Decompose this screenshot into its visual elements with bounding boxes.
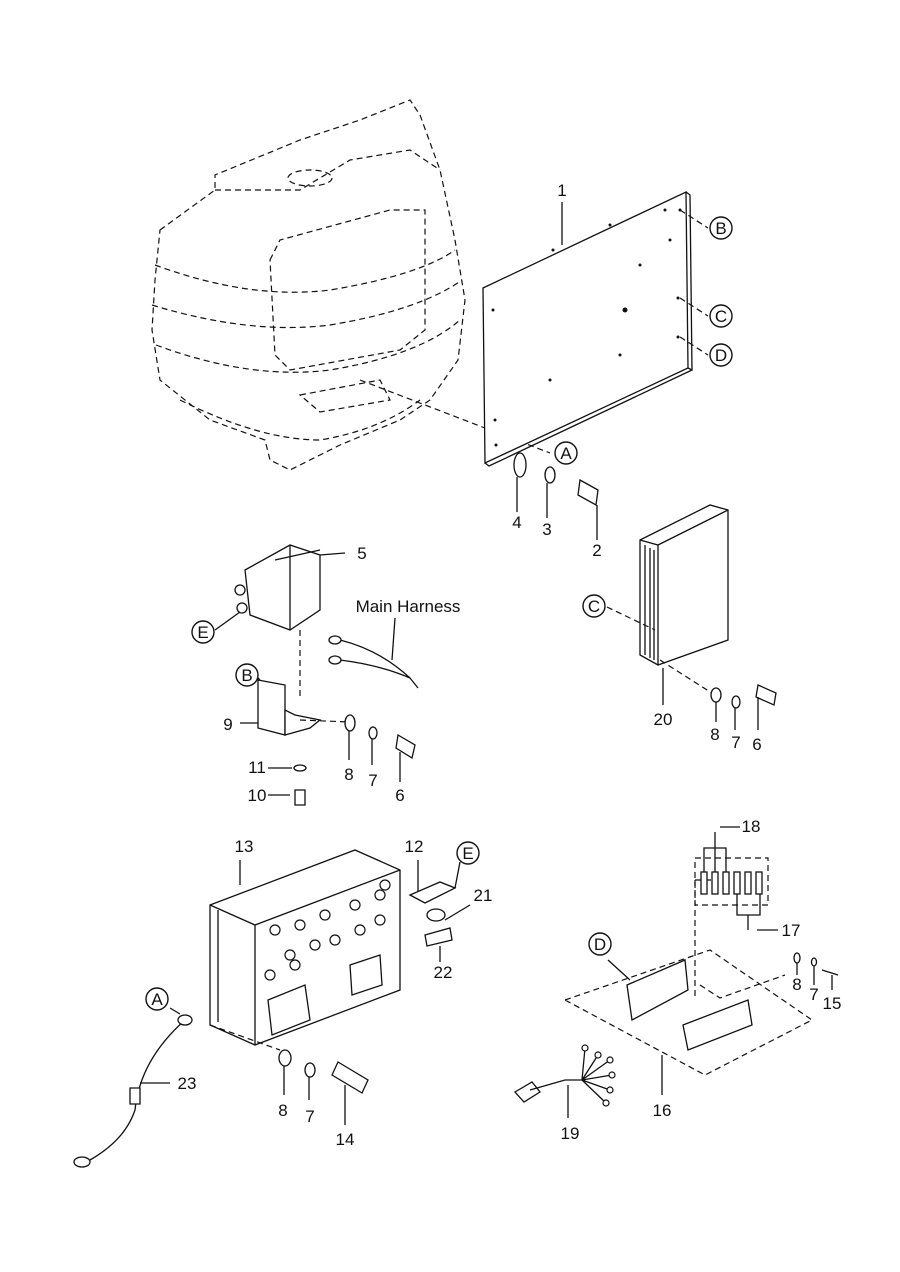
ref-d: D xyxy=(715,346,727,365)
callout-12: 12 xyxy=(405,837,424,856)
ref-e: E xyxy=(197,623,208,642)
motor-controller xyxy=(209,849,471,1051)
contactor xyxy=(214,544,346,700)
callout-22: 22 xyxy=(434,963,453,982)
callout-7d: 7 xyxy=(809,985,818,1004)
ref-c2: C xyxy=(588,597,600,616)
callout-7: 7 xyxy=(731,733,740,752)
callout-7c: 7 xyxy=(305,1107,314,1126)
main-harness xyxy=(328,617,419,689)
callout-6b: 6 xyxy=(395,786,404,805)
main-harness-label: Main Harness xyxy=(356,597,461,616)
ref-a: A xyxy=(560,444,572,463)
callout-8d: 8 xyxy=(792,975,801,994)
callout-6: 6 xyxy=(752,735,761,754)
ref-c: C xyxy=(715,307,727,326)
callout-16: 16 xyxy=(653,1101,672,1120)
callout-11: 11 xyxy=(248,758,266,777)
callout-4: 4 xyxy=(512,513,521,532)
fuse-block xyxy=(563,826,839,1095)
callout-1: 1 xyxy=(557,181,566,200)
control-module xyxy=(606,504,777,730)
callout-19: 19 xyxy=(561,1124,580,1143)
callout-3: 3 xyxy=(542,520,551,539)
callout-21: 21 xyxy=(474,886,493,905)
callout-14: 14 xyxy=(336,1130,355,1149)
callout-10: 10 xyxy=(248,786,267,805)
ref-e2: E xyxy=(462,844,473,863)
reference-markers: B C D A E C B E D A xyxy=(145,216,733,1011)
plate-fasteners xyxy=(513,452,599,540)
controller-fasteners xyxy=(278,1049,369,1125)
callout-20: 20 xyxy=(654,710,673,729)
bracket xyxy=(240,674,351,736)
callout-15: 15 xyxy=(823,994,842,1013)
callout-17: 17 xyxy=(782,921,801,940)
mounting-plate xyxy=(482,190,709,467)
callout-8c: 8 xyxy=(278,1101,287,1120)
counterweight-outline xyxy=(151,99,551,471)
ref-a2: A xyxy=(151,990,163,1009)
callout-8: 8 xyxy=(710,725,719,744)
callout-2: 2 xyxy=(592,541,601,560)
fuse-harness xyxy=(513,1044,616,1118)
callout-23: 23 xyxy=(178,1074,197,1093)
callout-labels: 1 2 3 4 5 6 6 7 7 7 7 8 8 8 8 9 10 11 12… xyxy=(178,181,842,1149)
callout-18: 18 xyxy=(742,817,761,836)
callout-7b: 7 xyxy=(368,771,377,790)
callout-8b: 8 xyxy=(344,765,353,784)
ground-cable xyxy=(73,1007,193,1168)
callout-13: 13 xyxy=(235,837,254,856)
ref-b: B xyxy=(715,219,726,238)
callout-9: 9 xyxy=(223,715,232,734)
ref-d2: D xyxy=(594,935,606,954)
ref-b2: B xyxy=(241,666,252,685)
bracket-fasteners xyxy=(268,714,416,806)
callout-5: 5 xyxy=(357,544,366,563)
